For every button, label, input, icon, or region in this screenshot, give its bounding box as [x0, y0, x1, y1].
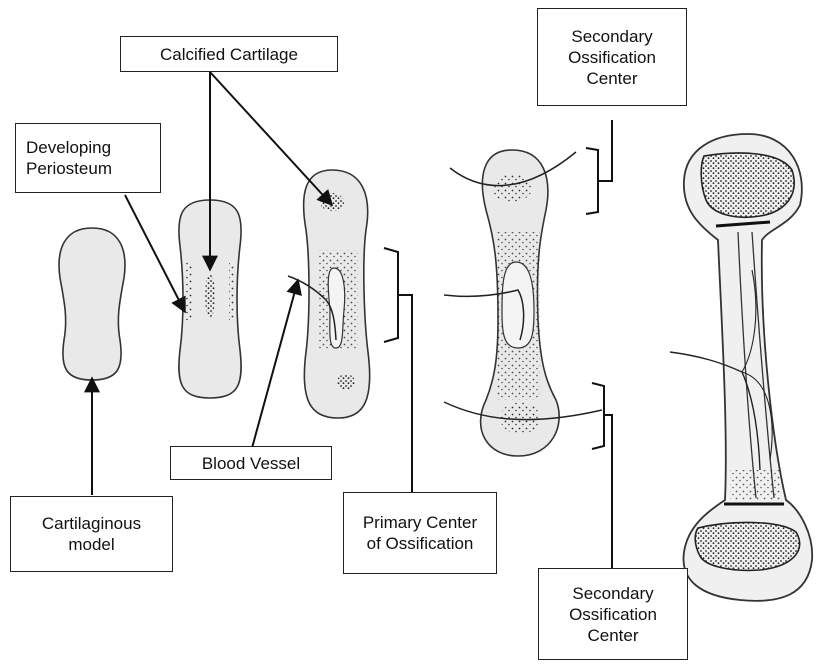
label-text: Center [587, 625, 638, 646]
label-calcified-cartilage: Calcified Cartilage [120, 36, 338, 72]
stage3-bone [288, 170, 370, 418]
stage5-mature-bone [670, 134, 812, 601]
bracket-top-secondary [586, 120, 612, 214]
label-text: model [68, 534, 114, 555]
label-text: of Ossification [367, 533, 474, 554]
label-secondary-ossification-top: Secondary Ossification Center [537, 8, 687, 106]
label-text: Ossification [568, 47, 656, 68]
label-primary-center: Primary Center of Ossification [343, 492, 497, 574]
label-secondary-ossification-bottom: Secondary Ossification Center [538, 568, 688, 660]
label-text: Periosteum [26, 158, 112, 179]
arrow-calcified-to-stage3 [210, 72, 332, 205]
arrow-periosteum [125, 195, 185, 312]
label-text: Center [586, 68, 637, 89]
label-blood-vessel: Blood Vessel [170, 446, 332, 480]
label-text: Blood Vessel [202, 453, 300, 474]
label-text: Primary Center [363, 512, 477, 533]
label-developing-periosteum: Developing Periosteum [15, 123, 161, 193]
label-text: Ossification [569, 604, 657, 625]
label-text: Secondary [571, 26, 652, 47]
label-cartilaginous-model: Cartilaginous model [10, 496, 173, 572]
label-text: Calcified Cartilage [160, 44, 298, 65]
label-text: Developing [26, 137, 111, 158]
bracket-primary [384, 248, 412, 492]
cartilaginous-model-bone [59, 228, 125, 380]
stage4-bone [444, 150, 602, 456]
arrow-blood-vessel [252, 280, 298, 448]
label-text: Cartilaginous [42, 513, 141, 534]
label-text: Secondary [572, 583, 653, 604]
